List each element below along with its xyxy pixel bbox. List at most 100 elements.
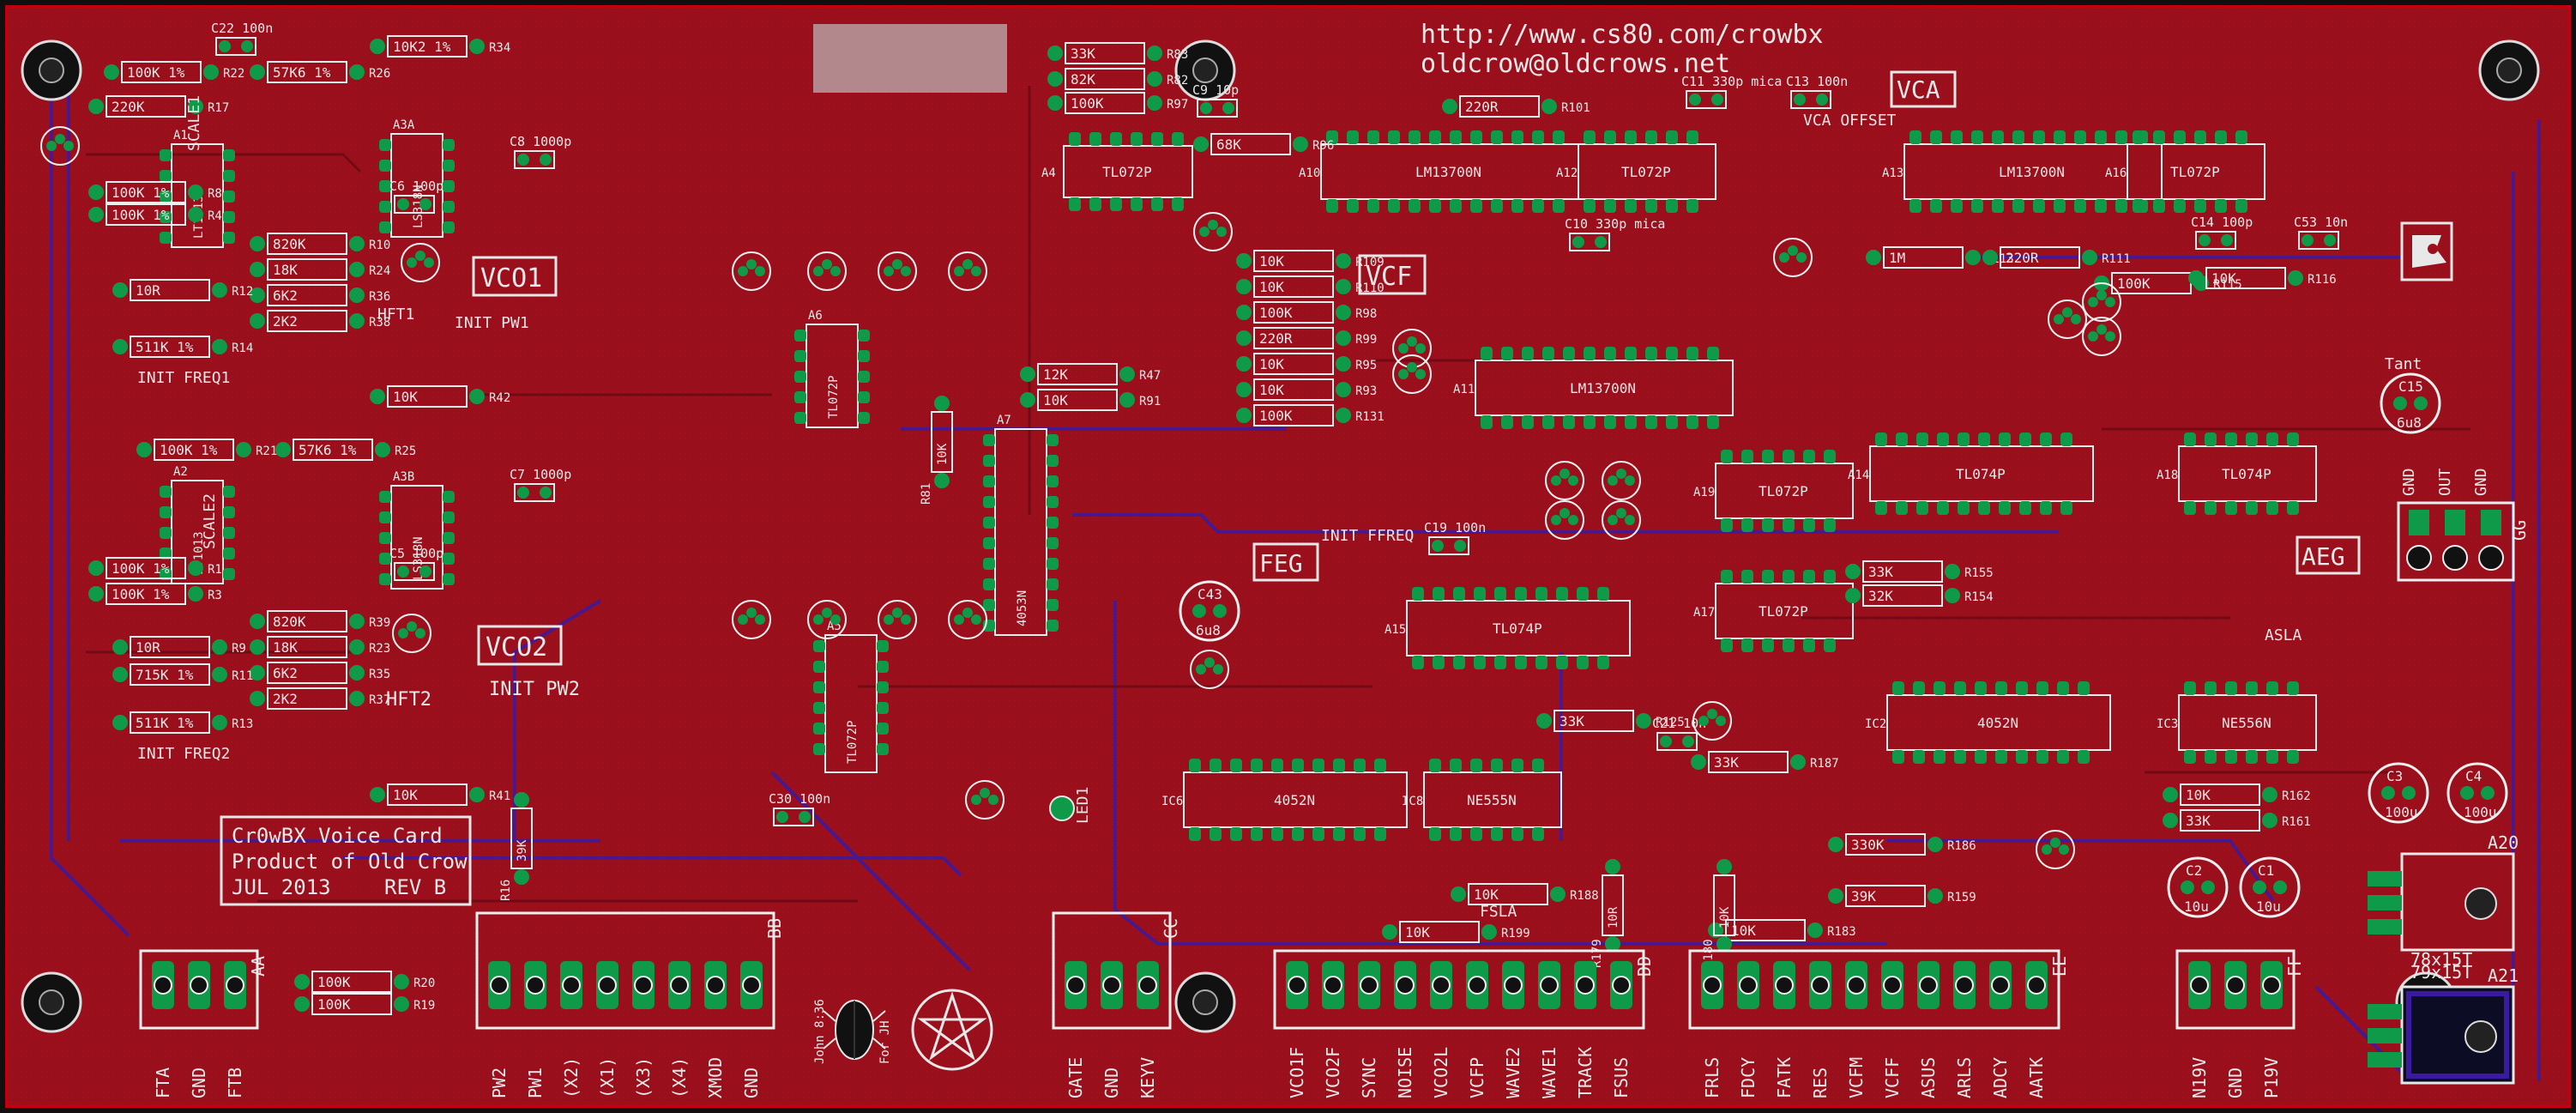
resistor-r21: 100K 1%R21 — [136, 439, 277, 461]
capacitor-c30: C30 100n — [769, 791, 830, 826]
transistor — [40, 126, 80, 166]
resistor-ref-label: R14 — [232, 342, 253, 355]
resistor-value-label: 33K — [1714, 754, 1739, 771]
connector-pin-label: FTB — [225, 1068, 245, 1098]
transistor — [1773, 238, 1813, 277]
ic-ref-label: A2 — [173, 465, 188, 479]
resistor-value-label: 10K — [1718, 906, 1732, 929]
ic-ref-label: IC3 — [2157, 717, 2178, 731]
resistor-r1: 100K 1%R1 — [88, 557, 222, 579]
resistor-value-label: 330K — [1851, 837, 1885, 853]
connector-pin-label: RES — [1810, 1068, 1831, 1098]
transistor — [2082, 282, 2121, 322]
capacitor-c19: C19 100n — [1424, 520, 1486, 555]
info-line-3-right: REV B — [384, 875, 446, 899]
scale2-label: SCALE2 — [201, 493, 219, 549]
resistor-value-label: 511K 1% — [136, 715, 194, 731]
resistor-ref-label: R154 — [1964, 590, 1994, 604]
resistor-ref-label: R186 — [1947, 839, 1976, 853]
resistor-ref-label: R187 — [1810, 757, 1839, 771]
ic-part-label: 4052N — [1274, 792, 1315, 808]
resistor-ref-label: R96 — [1312, 139, 1334, 153]
header-email: oldcrow@oldcrows.net — [1421, 49, 1730, 79]
ic-part-label: TL072P — [1759, 483, 1808, 499]
tant-label: Tant — [2385, 355, 2422, 373]
resistor-ref-label: R81 — [920, 483, 933, 505]
resistor-value-label: 33K — [1071, 45, 1095, 62]
ic-ref-label: A1 — [173, 129, 188, 142]
resistor-ref-label: R109 — [1355, 256, 1385, 269]
resistor-ref-label: R95 — [1355, 359, 1377, 372]
connector-pin-label: GND — [741, 1068, 762, 1098]
regulator-a20-ref: A20 — [2488, 832, 2519, 853]
capacitor-c5: C5 100p — [389, 546, 443, 581]
resistor-r11: 715K 1%R11 — [112, 663, 253, 686]
connector-name-label: GG — [2509, 520, 2530, 541]
resistor-value-label: 100K — [1259, 305, 1293, 321]
vcf-label: VCF — [1366, 262, 1412, 292]
transistor — [1692, 701, 1732, 741]
resistor-ref-label: R1 — [208, 563, 222, 577]
connector-pin-label: ADCY — [1990, 1057, 2011, 1098]
init-pw2-label: INIT PW2 — [489, 679, 580, 700]
connector-pin-label: GND — [1101, 1068, 1122, 1098]
connector-pin-label: PW2 — [489, 1068, 510, 1098]
resistor-value-label: 10R — [136, 282, 160, 299]
ic-part-label: TL072P — [1759, 603, 1808, 620]
mounting-hole — [21, 39, 82, 101]
resistor-value-label: 100K 1% — [112, 184, 170, 201]
resistor-value-label: 100K 1% — [112, 207, 170, 223]
placeholder-block — [813, 24, 1007, 93]
connector-pin-label: WAVE1 — [1539, 1047, 1559, 1098]
regulator-a20: A20 78x15T — [2368, 832, 2519, 970]
resistor-value-label: 100K — [2117, 275, 2151, 292]
transistor — [1545, 500, 1584, 540]
connector-pin-label: NOISE — [1395, 1047, 1415, 1098]
connector-pin-label: VCFF — [1882, 1057, 1903, 1098]
resistor-value-label: 100K 1% — [127, 64, 185, 81]
resistor-value-label: 10K — [1043, 392, 1068, 408]
resistor-r25: 57K6 1%R25 — [275, 439, 416, 461]
hft2-label: HFT2 — [386, 689, 431, 711]
capacitor-ref-label: C1 — [2258, 862, 2274, 879]
capacitor-label: C8 1000p — [510, 134, 571, 149]
capacitor-ref-label: C4 — [2465, 768, 2482, 784]
capacitor-label: C10 330p mica — [1565, 216, 1665, 232]
ic-ref-label: IC2 — [1865, 717, 1886, 731]
resistor-ref-label: R38 — [369, 316, 390, 330]
init-pw1-label: INIT PW1 — [455, 314, 529, 332]
led1-label: LED1 — [1074, 787, 1092, 824]
section-labels: VCO1 VCO2 VCF VCA FEG AEG — [472, 70, 2361, 666]
info-line-2: Product of Old Crow — [232, 850, 468, 874]
resistor-ref-label: R183 — [1827, 925, 1856, 939]
resistor-value-label: 57K6 1% — [299, 442, 357, 458]
init-freq1-label: INIT FREQ1 — [137, 369, 230, 387]
resistor-value-label: 100K — [1071, 95, 1104, 112]
